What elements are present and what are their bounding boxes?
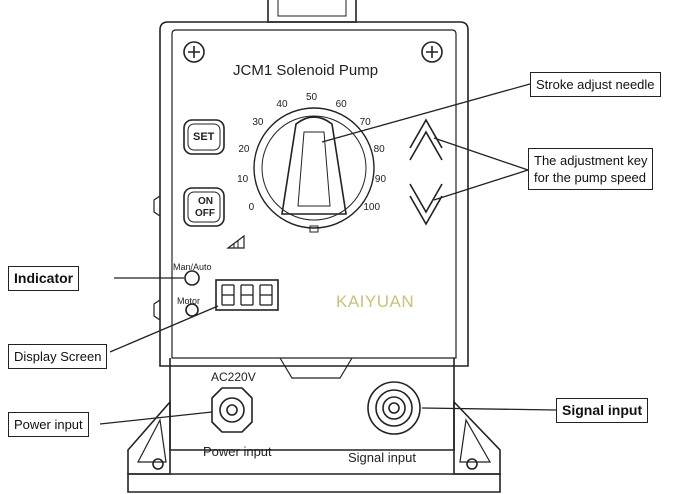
power-input-connector bbox=[211, 387, 253, 433]
callout-indicator: Indicator bbox=[8, 266, 80, 291]
dial-tick-label: 70 bbox=[359, 117, 371, 128]
power-port-label: Power input bbox=[203, 444, 272, 459]
dial-tick-label: 40 bbox=[276, 98, 288, 110]
callout-display-screen: Display Screen bbox=[8, 344, 108, 369]
dial-tick-label: 90 bbox=[374, 174, 387, 186]
leader-display bbox=[109, 305, 219, 353]
dial-tick-label: 10 bbox=[237, 174, 249, 186]
screw-top-right bbox=[421, 41, 443, 63]
on-label[interactable]: ON bbox=[198, 196, 213, 207]
pump-housing bbox=[159, 21, 469, 367]
speed-down-key bbox=[409, 183, 443, 226]
set-button bbox=[183, 119, 225, 155]
pump-title: JCM1 Solenoid Pump bbox=[233, 62, 379, 79]
level-icon bbox=[226, 234, 245, 249]
stroke-adjust-needle bbox=[281, 116, 347, 215]
callout-adjustment-key-line2: for the pump speed bbox=[534, 170, 647, 185]
display-screen bbox=[215, 279, 279, 311]
voltage-label: AC220V bbox=[211, 370, 256, 384]
man-auto-led bbox=[184, 270, 200, 286]
stroke-dial bbox=[253, 107, 375, 233]
display-digits bbox=[221, 284, 273, 306]
callout-stroke-adjust: Stroke adjust needle bbox=[530, 72, 661, 97]
leader-stroke-adjust bbox=[321, 83, 531, 143]
front-panel bbox=[171, 29, 457, 359]
dial-tick-label: 80 bbox=[373, 143, 385, 155]
dial-tick-label: 60 bbox=[335, 98, 347, 110]
leader-speed-key-up bbox=[433, 137, 529, 171]
callout-adjustment-key: The adjustment key for the pump speed bbox=[528, 148, 654, 190]
motor-led bbox=[185, 303, 199, 317]
dial-tick-label: 20 bbox=[238, 143, 250, 155]
dial-tick-label: 30 bbox=[252, 117, 264, 128]
off-label[interactable]: OFF bbox=[195, 208, 215, 219]
speed-up-key bbox=[409, 118, 443, 161]
top-handle bbox=[267, 0, 357, 23]
brand-logo: KAIYUAN bbox=[336, 292, 415, 311]
base-plate bbox=[127, 473, 501, 493]
callout-power-input: Power input bbox=[8, 412, 89, 437]
leader-power bbox=[99, 411, 213, 425]
signal-input-connector bbox=[367, 381, 421, 435]
leader-speed-key-down bbox=[433, 169, 529, 201]
callout-adjustment-key-line1: The adjustment key bbox=[534, 153, 648, 168]
signal-port-label: Signal input bbox=[348, 450, 416, 465]
on-off-button bbox=[183, 187, 225, 227]
callout-signal-input: Signal input bbox=[556, 398, 649, 423]
leader-signal bbox=[421, 407, 557, 411]
dial-tick-label: 50 bbox=[306, 92, 318, 103]
motor-label: Motor bbox=[177, 296, 201, 306]
man-auto-label: Man/Auto bbox=[173, 262, 212, 272]
dial-tick-label: 0 bbox=[248, 202, 255, 214]
set-button-label[interactable]: SET bbox=[193, 131, 215, 143]
dial-tick-label: 100 bbox=[363, 202, 381, 214]
screw-top-left bbox=[183, 41, 205, 63]
